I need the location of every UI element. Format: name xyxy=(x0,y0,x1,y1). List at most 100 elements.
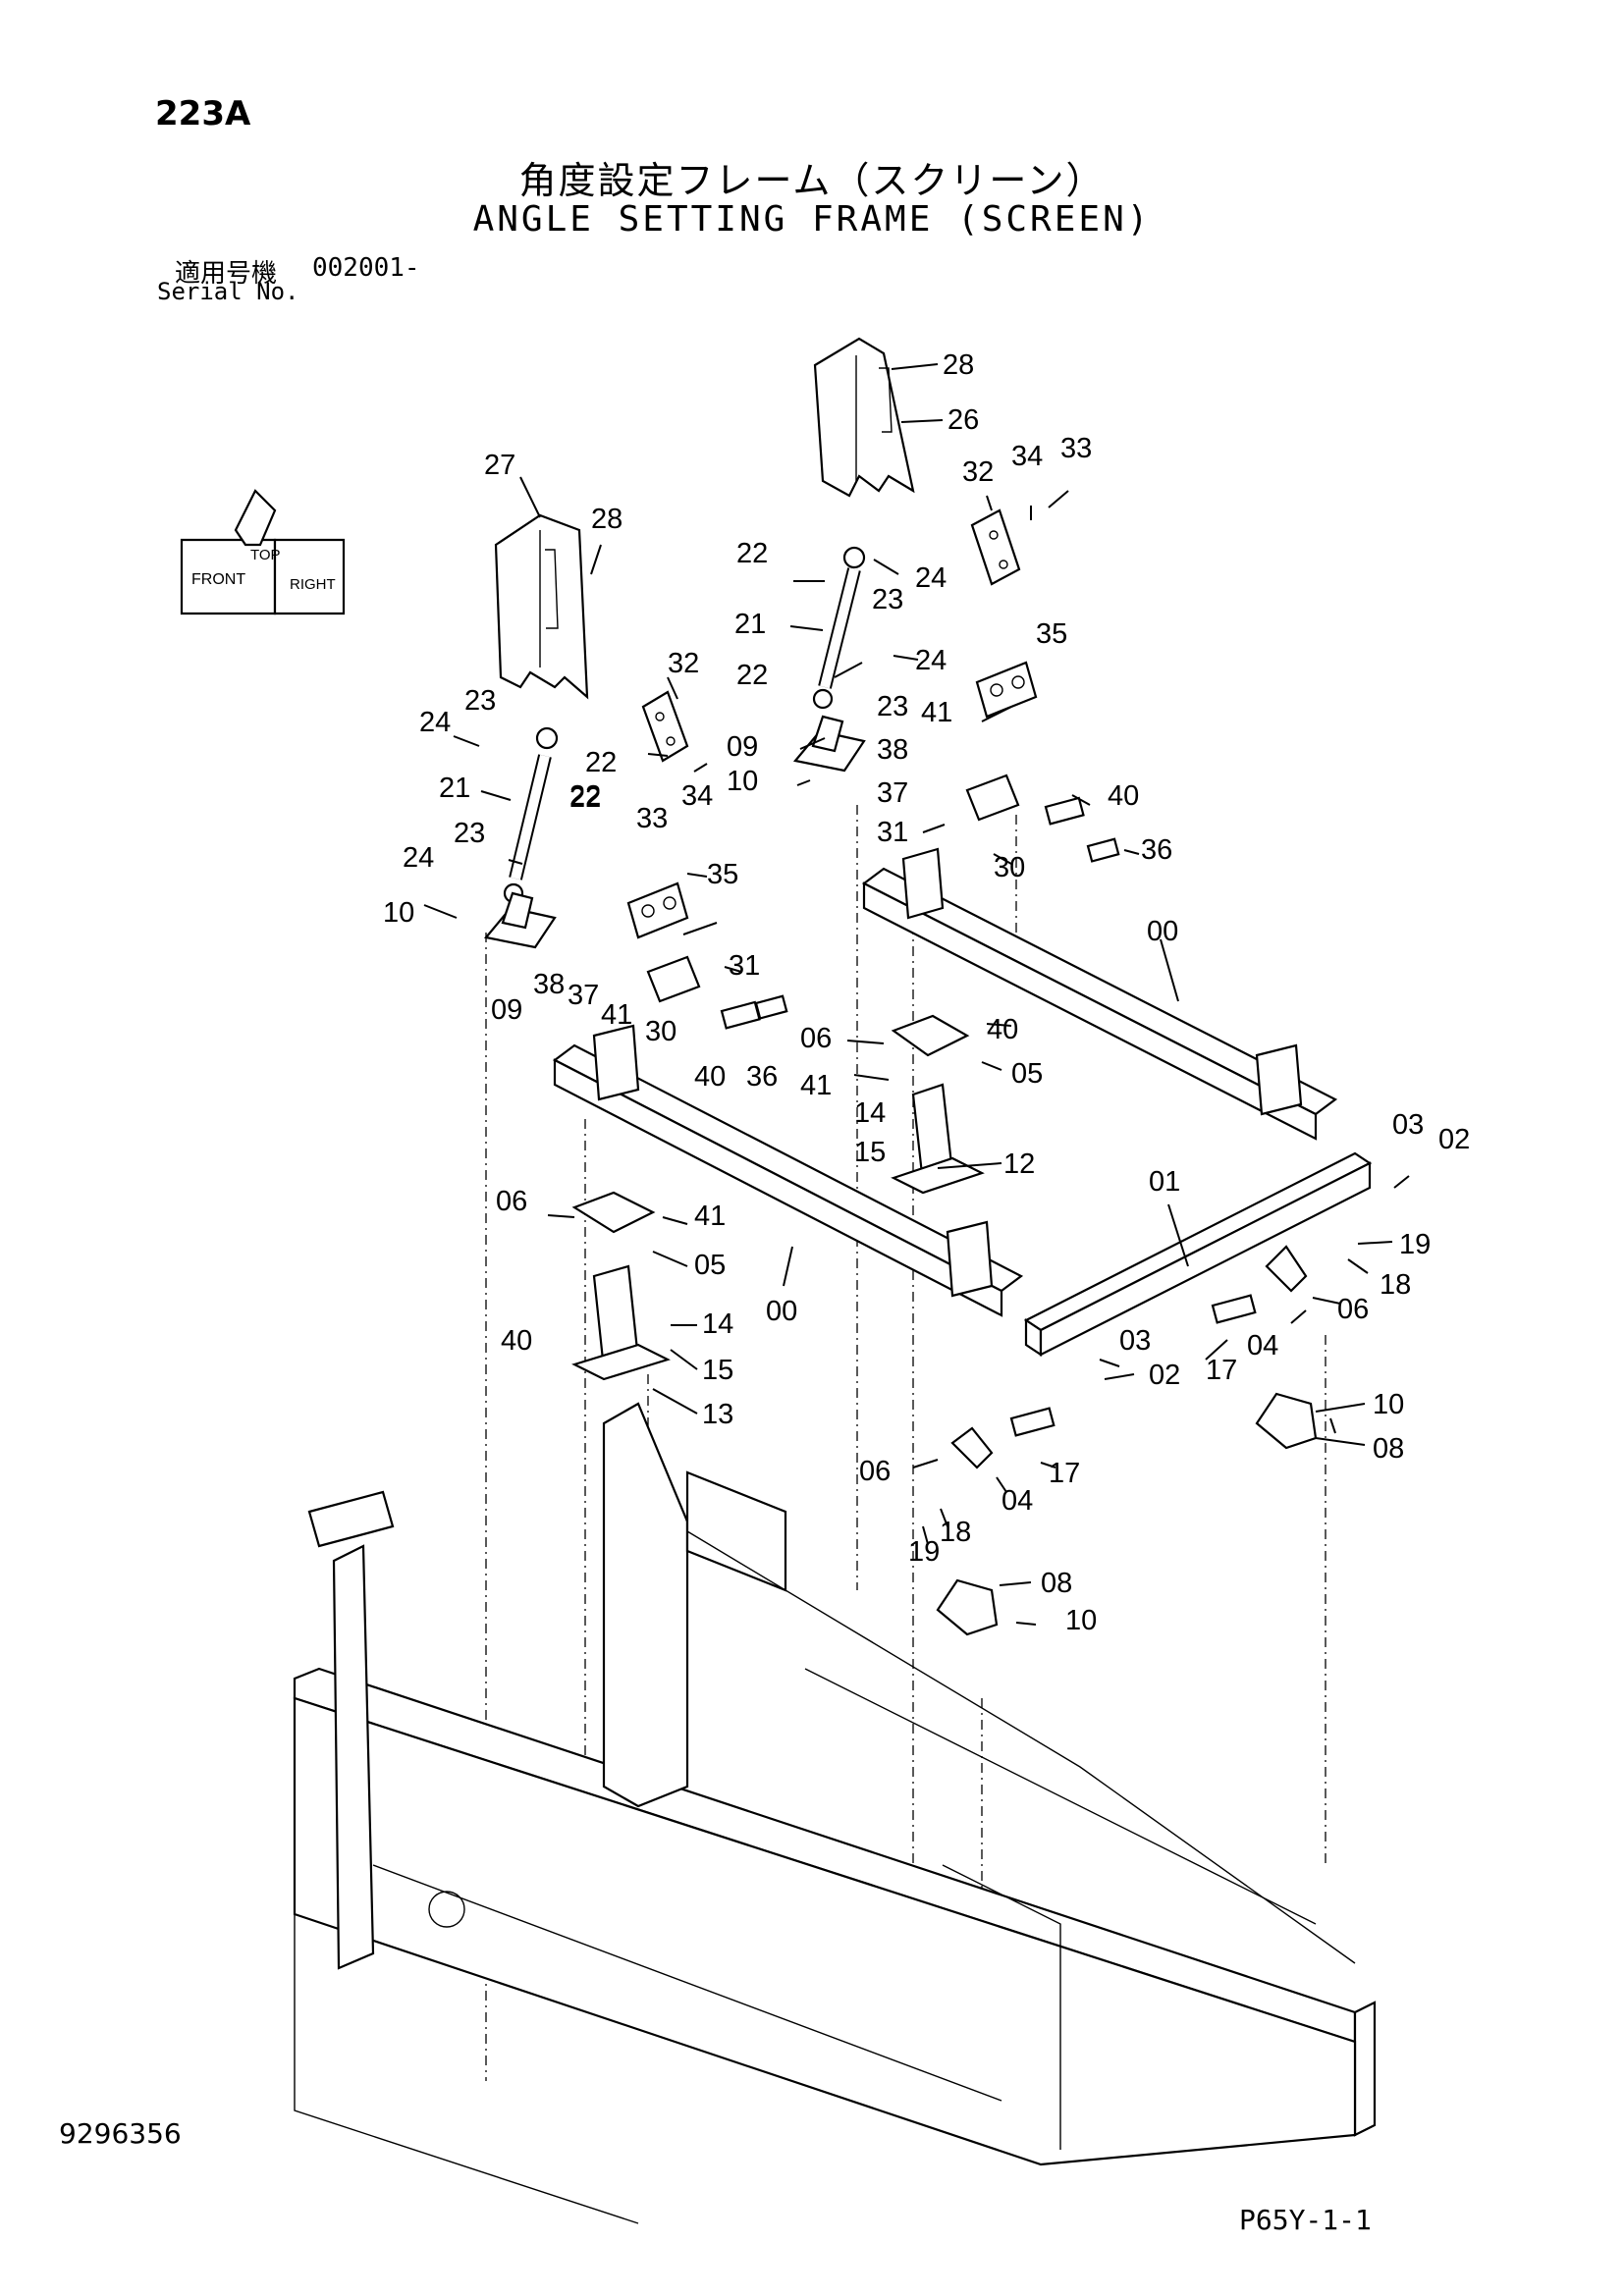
callout-35-b: 35 xyxy=(707,859,738,890)
callout-24-d: 24 xyxy=(403,842,434,874)
callout-21-b: 21 xyxy=(439,773,470,804)
callout-leaders xyxy=(423,363,1410,1626)
callout-24-c: 24 xyxy=(419,707,451,738)
serial-label-jp: 適用号機 xyxy=(175,259,278,289)
front-label: FRONT xyxy=(191,571,245,588)
hinge-30-right xyxy=(965,774,1120,863)
callout-05-a: 05 xyxy=(1011,1058,1043,1090)
callout-22-d: 22 xyxy=(569,782,601,814)
bracket-05-upper xyxy=(891,1014,970,1057)
callout-34-top: 34 xyxy=(1011,441,1043,472)
callout-09-b: 09 xyxy=(491,994,522,1026)
callout-24-b: 24 xyxy=(915,645,947,676)
callout-05-b: 05 xyxy=(694,1250,726,1281)
plate-32-left xyxy=(641,690,689,763)
callout-14-a: 14 xyxy=(854,1097,886,1129)
callout-30-b: 30 xyxy=(645,1016,677,1047)
callout-23-d: 23 xyxy=(454,818,485,849)
post-13 xyxy=(571,1264,671,1381)
serial-number: 002001- xyxy=(312,253,420,283)
callout-18-b: 18 xyxy=(940,1517,971,1548)
callout-00-a: 00 xyxy=(1147,916,1178,947)
callout-09-a: 09 xyxy=(727,731,758,763)
callout-18-a: 18 xyxy=(1380,1269,1411,1301)
bracket-09-left xyxy=(483,891,557,949)
hinge-30-left xyxy=(646,955,788,1030)
callout-23-b: 23 xyxy=(877,691,908,722)
callout-34-a: 34 xyxy=(681,780,713,812)
callout-06-a: 06 xyxy=(800,1023,832,1054)
callout-22-c: 22 xyxy=(585,747,617,778)
callout-28-left: 28 xyxy=(591,504,623,535)
callout-36-b: 36 xyxy=(746,1061,778,1093)
callout-31-a: 31 xyxy=(877,817,908,848)
top-label: TOP xyxy=(250,547,281,563)
page-title-jp: 角度設定フレーム（スクリーン） xyxy=(518,159,1106,202)
document-number: 9296356 xyxy=(59,2117,182,2150)
callout-40-b: 40 xyxy=(694,1061,726,1093)
callout-41-c: 41 xyxy=(800,1070,832,1101)
callout-03-a: 03 xyxy=(1392,1109,1424,1141)
main-chassis xyxy=(293,1402,1377,2224)
callout-41-b: 41 xyxy=(601,999,632,1031)
callout-23-a: 23 xyxy=(872,584,903,615)
callout-14-b: 14 xyxy=(702,1308,733,1340)
bracket-09-right xyxy=(792,715,866,773)
callout-06-c: 06 xyxy=(1337,1294,1369,1325)
callout-28-top: 28 xyxy=(943,349,974,381)
callout-10-d: 10 xyxy=(1065,1605,1097,1636)
callout-19-b: 19 xyxy=(908,1536,940,1568)
callout-37-a: 37 xyxy=(877,777,908,809)
callout-38-b: 38 xyxy=(533,969,565,1000)
callout-26: 26 xyxy=(947,404,979,436)
callout-33-a: 33 xyxy=(636,803,668,834)
callout-21-a: 21 xyxy=(734,609,766,640)
page-reference: P65Y-1-1 xyxy=(1239,2204,1372,2236)
callout-40-c: 40 xyxy=(987,1014,1018,1045)
callout-19-a: 19 xyxy=(1399,1229,1431,1260)
callout-32-top: 32 xyxy=(962,456,994,488)
callout-13: 13 xyxy=(702,1399,733,1430)
callout-32-a: 32 xyxy=(668,648,699,679)
callout-08-b: 08 xyxy=(1041,1568,1072,1599)
bracket-04-right xyxy=(1211,1245,1308,1324)
callout-01: 01 xyxy=(1149,1166,1180,1198)
plate-32-right xyxy=(970,508,1021,586)
callout-31-b: 31 xyxy=(729,950,760,982)
callout-06-b: 06 xyxy=(496,1186,527,1217)
callout-04-b: 04 xyxy=(1001,1485,1033,1517)
callout-41-d: 41 xyxy=(694,1201,726,1232)
callout-22-b: 22 xyxy=(736,660,768,691)
callout-40-a: 40 xyxy=(1108,780,1139,812)
callout-22-e: 22 xyxy=(569,780,601,812)
bracket-08-lower xyxy=(936,1578,999,1636)
callout-12: 12 xyxy=(1003,1148,1035,1180)
hopper-left xyxy=(494,513,589,700)
callout-17-a: 17 xyxy=(1206,1355,1237,1386)
callout-35-a: 35 xyxy=(1036,618,1067,650)
bracket-05-lower xyxy=(571,1191,656,1234)
frame-01 xyxy=(1023,1151,1373,1358)
callout-36-a: 36 xyxy=(1141,834,1172,866)
callout-03-b: 03 xyxy=(1119,1325,1151,1357)
frame-00-front xyxy=(552,1024,1024,1317)
page-code: 223A xyxy=(155,94,251,133)
callout-22-a: 22 xyxy=(736,538,768,569)
frame-00-back xyxy=(861,847,1338,1141)
callout-10-a: 10 xyxy=(727,766,758,797)
cylinder-left xyxy=(503,726,559,904)
orientation-badge: FRONT TOP RIGHT xyxy=(180,489,346,615)
post-12 xyxy=(891,1083,985,1195)
page-title-en: ANGLE SETTING FRAME (SCREEN) xyxy=(472,199,1152,240)
callout-04-a: 04 xyxy=(1247,1330,1278,1362)
cylinder-right xyxy=(812,546,866,710)
callout-06-d: 06 xyxy=(859,1456,891,1487)
serial-label-en: Serial No. xyxy=(157,278,299,305)
plate-35-left xyxy=(626,881,689,939)
callout-labels: 28 26 34 33 32 27 28 22 24 23 21 24 35 2… xyxy=(383,349,1470,1636)
bracket-08-right xyxy=(1255,1392,1318,1450)
callout-33-top: 33 xyxy=(1060,433,1092,464)
callout-15-a: 15 xyxy=(854,1137,886,1168)
callout-02-a: 02 xyxy=(1438,1124,1470,1155)
